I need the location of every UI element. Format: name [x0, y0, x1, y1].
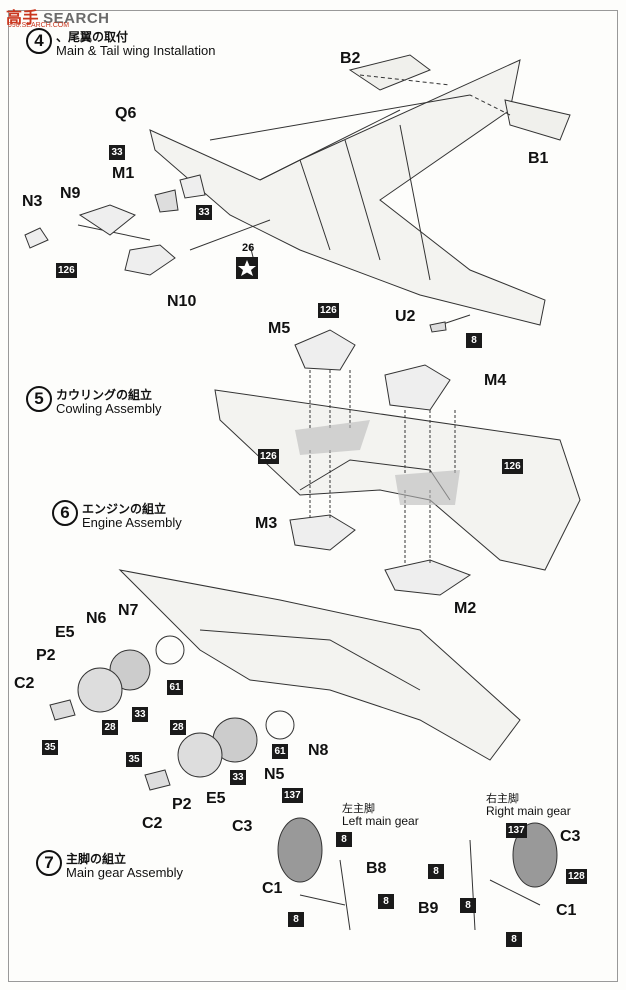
color-code-badge: 61: [167, 680, 183, 695]
left-gear-caption-en: Left main gear: [342, 814, 419, 828]
part-label-n10: N10: [167, 293, 197, 310]
step-6-heading: 6 エンジンの組立 Engine Assembly: [52, 500, 182, 530]
part-label-b2: B2: [340, 50, 361, 67]
step-7-heading: 7 主脚の組立 Main gear Assembly: [36, 850, 183, 880]
watermark-site: 990.SEARCH.COM: [8, 22, 70, 29]
step-title-en: Main gear Assembly: [66, 865, 184, 880]
color-code-badge: 35: [42, 740, 58, 755]
part-label-b8: B8: [366, 860, 387, 877]
color-code-badge: 33: [132, 707, 148, 722]
part-label-m3: M3: [255, 515, 278, 532]
part-label-p2: P2: [172, 796, 192, 813]
color-code-badge: 28: [170, 720, 186, 735]
part-label-c3: C3: [560, 828, 581, 845]
color-code-badge: 8: [460, 898, 476, 913]
step-number: 5: [26, 386, 52, 412]
part-label-m5: M5: [268, 320, 291, 337]
part-label-m2: M2: [454, 600, 477, 617]
color-code-badge: 35: [126, 752, 142, 767]
right-gear-caption-jp: 右主脚: [486, 793, 519, 805]
part-label-q6: Q6: [115, 105, 137, 122]
step-title-en: Cowling Assembly: [56, 401, 162, 416]
step-number: 6: [52, 500, 78, 526]
step-5-heading: 5 カウリングの組立 Cowling Assembly: [26, 386, 162, 416]
color-code-badge: 126: [258, 449, 279, 464]
color-code-badge: 126: [318, 303, 339, 318]
watermark-brand: 高手: [6, 10, 40, 27]
step-title-jp: 、尾翼の取付: [56, 30, 129, 44]
step-title-jp: 主脚の組立: [66, 852, 127, 866]
color-code-badge: 33: [196, 205, 212, 220]
color-code-badge: 33: [109, 145, 125, 160]
right-gear-caption-en: Right main gear: [486, 804, 571, 818]
part-label-c3: C3: [232, 818, 253, 835]
part-label-m1: M1: [112, 165, 135, 182]
part-label-b9: B9: [418, 900, 439, 917]
page-frame: [8, 10, 618, 982]
part-label-p2: P2: [36, 647, 56, 664]
part-label-u2: U2: [395, 308, 416, 325]
watermark-search: SEARCH: [43, 10, 110, 27]
color-code-badge: 8: [336, 832, 352, 847]
part-label-n3: N3: [22, 193, 43, 210]
part-label-e5: E5: [55, 624, 75, 641]
part-label-n6: N6: [86, 610, 107, 627]
color-code-badge: 28: [102, 720, 118, 735]
part-label-c1: C1: [556, 902, 577, 919]
step-title-jp: カウリングの組立: [56, 388, 153, 402]
color-code-badge: 8: [378, 894, 394, 909]
part-label-n8: N8: [308, 742, 329, 759]
part-label-e5: E5: [206, 790, 226, 807]
part-label-c2: C2: [14, 675, 35, 692]
color-code-badge: 137: [506, 823, 527, 838]
part-label-n9: N9: [60, 185, 81, 202]
color-code-badge: 8: [428, 864, 444, 879]
color-code-badge: 8: [466, 333, 482, 348]
part-label-c2: C2: [142, 815, 163, 832]
color-code-badge: 126: [56, 263, 77, 278]
left-gear-caption-jp: 左主脚: [342, 803, 375, 815]
step-number: 7: [36, 850, 62, 876]
watermark-logo: 高手 SEARCH: [6, 4, 109, 28]
part-label-c1: C1: [262, 880, 283, 897]
color-code-badge: 128: [566, 869, 587, 884]
part-label-n7: N7: [118, 602, 139, 619]
step-number: 4: [26, 28, 52, 54]
step-title-en: Main & Tail wing Installation: [56, 43, 216, 58]
color-code-badge: 33: [230, 770, 246, 785]
part-label-n5: N5: [264, 766, 285, 783]
part-label-m4: M4: [484, 372, 507, 389]
step-title-en: Engine Assembly: [82, 515, 182, 530]
color-code-badge: 126: [502, 459, 523, 474]
color-code-badge: 8: [288, 912, 304, 927]
color-code-badge: 61: [272, 744, 288, 759]
part-label-b1: B1: [528, 150, 549, 167]
decal-number: 26: [242, 242, 255, 254]
step-title-jp: エンジンの組立: [82, 502, 167, 516]
step-4-heading: 4 、尾翼の取付 Main & Tail wing Installation: [26, 28, 215, 58]
color-code-badge: 137: [282, 788, 303, 803]
color-code-badge: 8: [506, 932, 522, 947]
